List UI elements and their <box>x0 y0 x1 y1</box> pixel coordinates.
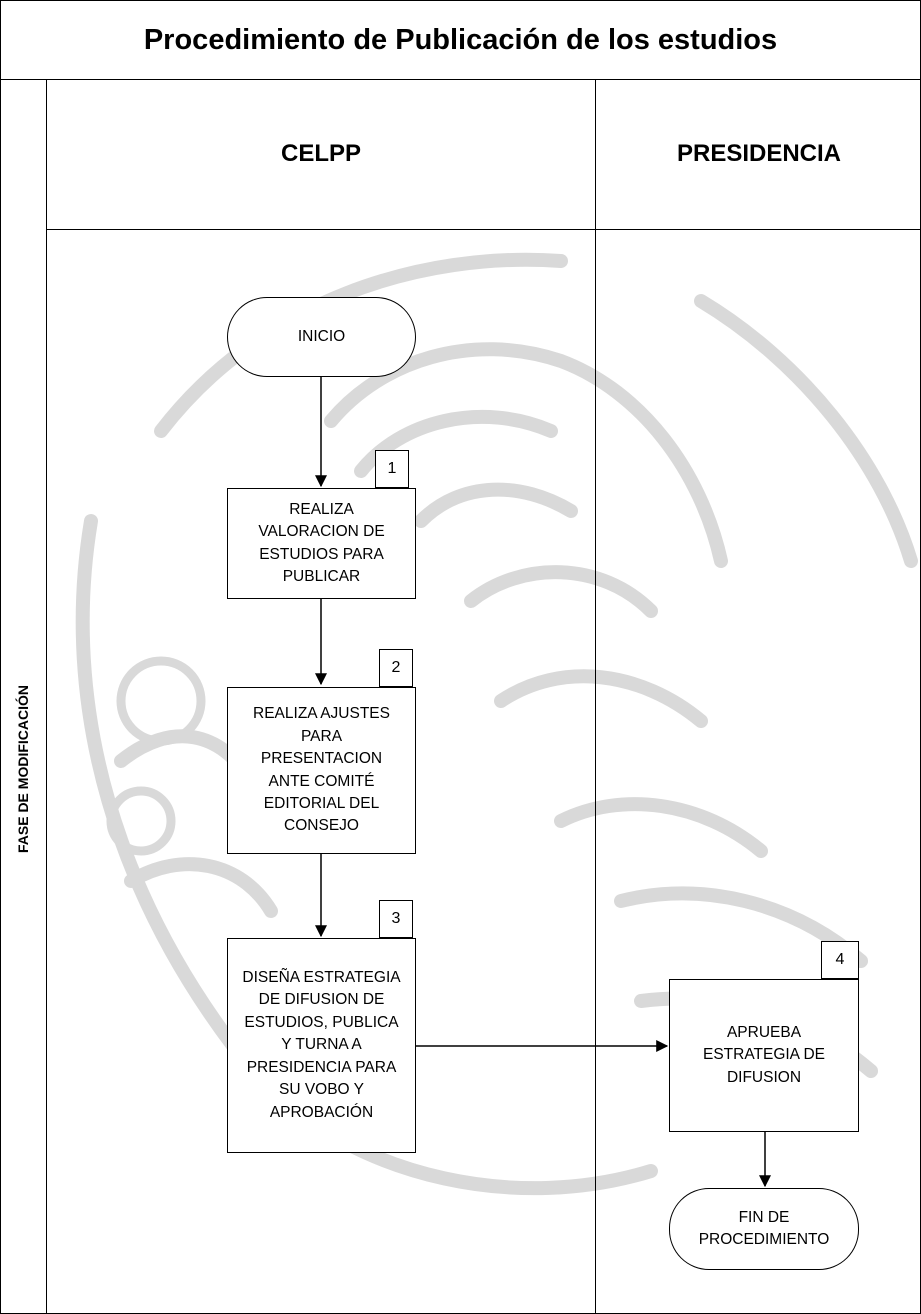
process-step-4: APRUEBA ESTRATEGIA DE DIFUSION <box>669 979 859 1132</box>
process-step-2: REALIZA AJUSTES PARA PRESENTACION ANTE C… <box>227 687 416 854</box>
process-step-1-label: REALIZA VALORACION DE ESTUDIOS PARA PUBL… <box>258 500 385 585</box>
phase-column: FASE DE MODIFICACIÓN <box>1 79 47 1313</box>
end-node: FIN DE PROCEDIMIENTO <box>669 1188 859 1270</box>
process-step-4-label: APRUEBA ESTRATEGIA DE DIFUSION <box>702 1023 826 1086</box>
lane-divider <box>595 79 596 1313</box>
step-number-2: 2 <box>379 649 413 687</box>
process-step-3-label: DISEÑA ESTRATEGIA DE DIFUSION DE ESTUDIO… <box>242 968 401 1121</box>
process-step-1: REALIZA VALORACION DE ESTUDIOS PARA PUBL… <box>227 488 416 599</box>
process-step-2-label: REALIZA AJUSTES PARA PRESENTACION ANTE C… <box>253 705 390 835</box>
lane-header-celpp: CELPP <box>47 79 595 230</box>
start-node: INICIO <box>227 297 416 377</box>
step-number-3: 3 <box>379 900 413 938</box>
start-node-label: INICIO <box>297 327 346 345</box>
process-step-3: DISEÑA ESTRATEGIA DE DIFUSION DE ESTUDIO… <box>227 938 416 1153</box>
step-number-4: 4 <box>821 941 859 979</box>
lane-header-presidencia: PRESIDENCIA <box>596 79 920 230</box>
step-number-1: 1 <box>375 450 409 488</box>
end-node-label: FIN DE PROCEDIMIENTO <box>698 1208 830 1248</box>
diagram-title: Procedimiento de Publicación de los estu… <box>1 1 920 80</box>
